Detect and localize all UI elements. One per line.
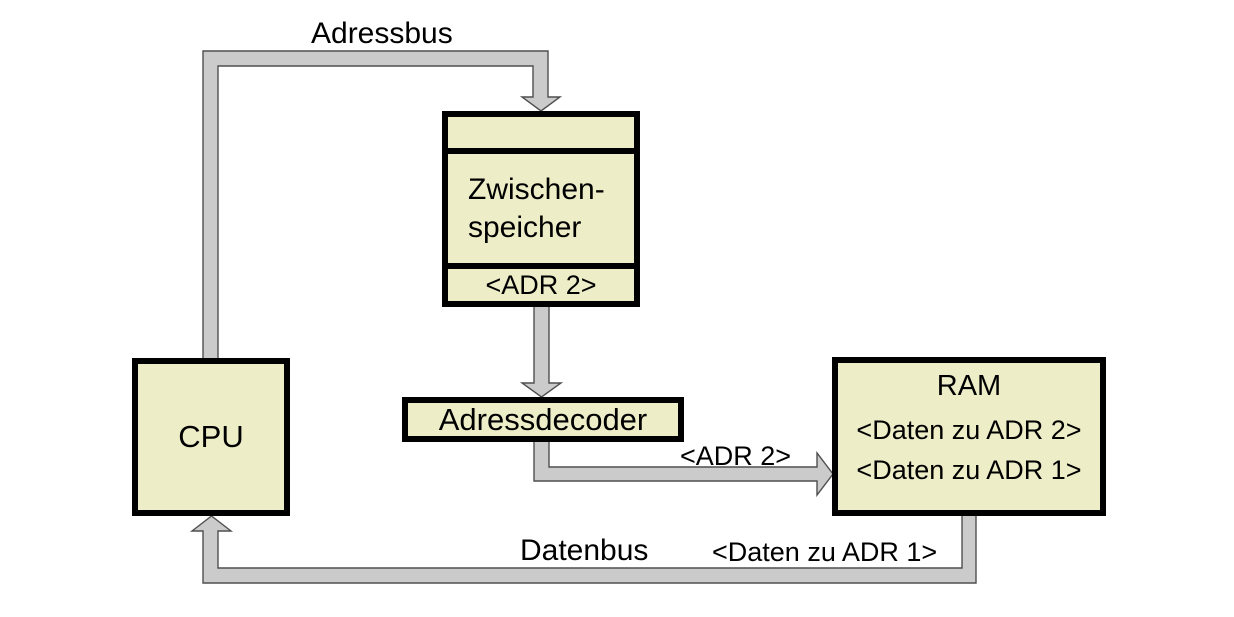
buffer-to-decoder-arrow <box>519 302 564 398</box>
buffer-divider-bottom <box>448 263 634 269</box>
ram-rows: <Daten zu ADR 2> <Daten zu ADR 1> <box>856 410 1081 490</box>
buffer-slot-label: <ADR 2> <box>485 269 597 300</box>
buffer-label-line1: Zwischen- <box>468 172 605 206</box>
ram-title: RAM <box>936 370 1002 402</box>
buffer-divider-top <box>448 148 634 154</box>
cpu-label: CPU <box>178 419 244 454</box>
address-bus-label: Adressbus <box>311 17 453 50</box>
address-decoder-box: Adressdecoder <box>402 397 684 442</box>
buffer-empty-section <box>448 117 634 148</box>
buffer-box: Zwischen- speicher <ADR 2> <box>442 111 640 307</box>
data-bus-label: Datenbus <box>520 534 649 567</box>
buffer-label-line2: speicher <box>468 210 582 244</box>
buffer-label: Zwischen- speicher <box>448 154 634 263</box>
data-bus-data-label: <Daten zu ADR 1> <box>712 537 938 567</box>
ram-row-adr1: <Daten zu ADR 1> <box>856 455 1082 485</box>
data-bus-arrow <box>189 511 977 584</box>
ram-row-adr2: <Daten zu ADR 2> <box>856 415 1082 445</box>
address-decoder-label: Adressdecoder <box>438 401 648 437</box>
decoder-to-ram-arrow <box>533 435 834 498</box>
buffer-slot: <ADR 2> <box>448 269 634 301</box>
ram-box: RAM <Daten zu ADR 2> <Daten zu ADR 1> <box>832 357 1106 516</box>
cpu-box: CPU <box>132 358 290 516</box>
decoder-to-ram-bus-label: <ADR 2> <box>680 441 792 471</box>
